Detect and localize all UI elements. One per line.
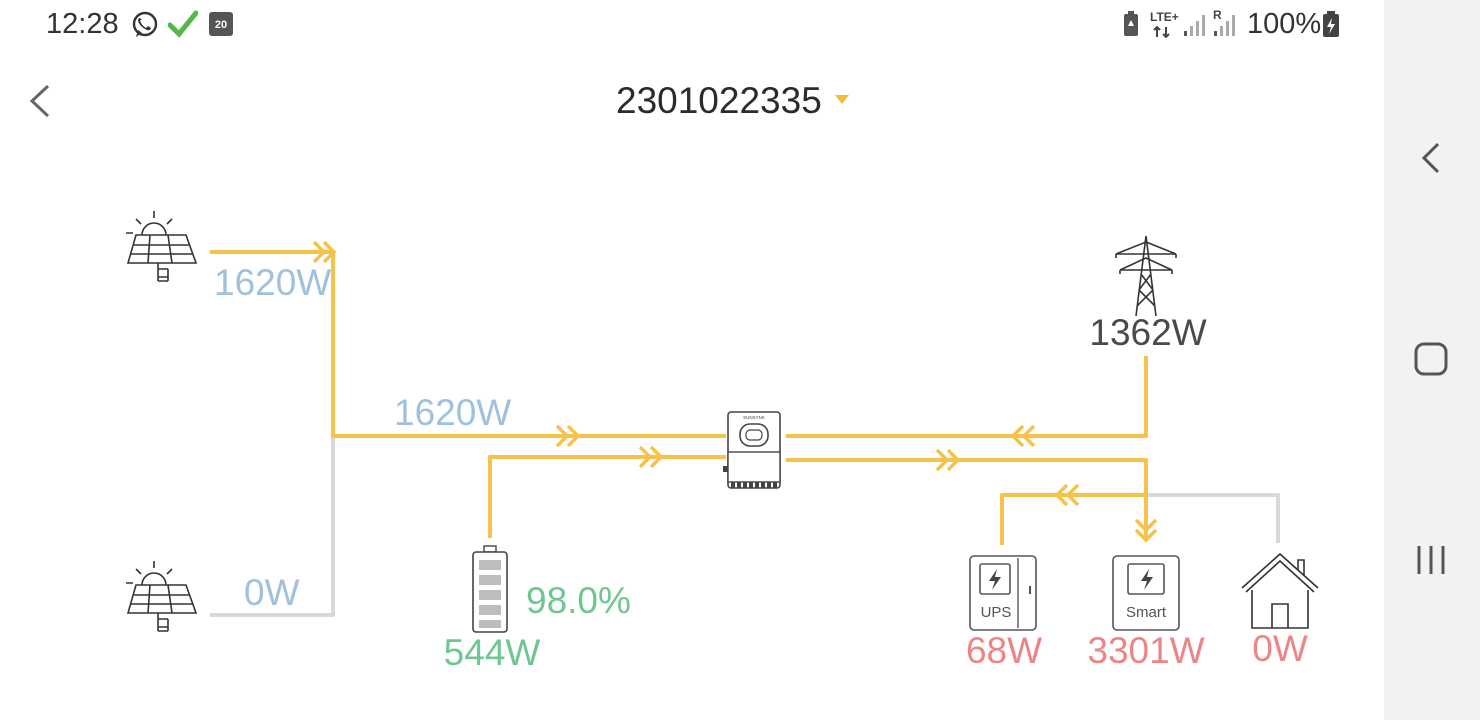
nav-back-icon[interactable] <box>1418 140 1444 176</box>
smart-power: 3301W <box>1087 630 1205 671</box>
smart-meter-icon[interactable] <box>1110 554 1182 632</box>
smart-label: Smart <box>1125 604 1166 621</box>
battery-power: 544W <box>443 632 541 673</box>
home-power: 0W <box>1252 628 1308 669</box>
grid-flow-line <box>786 356 1148 438</box>
pv-arrow <box>555 424 581 448</box>
grid-tower-icon <box>1115 235 1177 317</box>
dropdown-arrow-icon[interactable] <box>834 94 850 106</box>
navigation-bar <box>1384 0 1480 720</box>
ups-label: UPS <box>980 604 1012 621</box>
load-arrow <box>935 448 961 472</box>
pv1-arrow <box>312 240 337 264</box>
pv-to-inverter-line <box>210 250 726 438</box>
pv1-power: 1620W <box>214 262 332 303</box>
smart-load-flow-line <box>786 458 1148 540</box>
status-time: 12:28 <box>46 8 119 40</box>
roaming-label: R <box>1213 8 1222 22</box>
battery-charging-icon <box>1323 11 1339 37</box>
pv-total-power: 1620W <box>394 392 512 433</box>
app-screen: 12:28 20 LTE+ R 100% 2301022335 <box>26 8 1339 673</box>
ups-power: 68W <box>965 630 1043 671</box>
ups-arrow <box>1054 483 1080 507</box>
battery-saver-icon <box>1124 11 1138 36</box>
check-icon <box>168 10 198 38</box>
calendar-icon: 20 <box>209 12 233 36</box>
ups-flow-line <box>1000 493 1146 545</box>
nav-recents-icon[interactable] <box>1414 542 1448 578</box>
device-id-title[interactable]: 2301022335 <box>616 80 822 121</box>
smart-arrow <box>1134 518 1158 543</box>
back-chevron-icon[interactable] <box>26 82 56 120</box>
solar-panel-icon <box>126 211 198 282</box>
battery-icon <box>472 545 508 633</box>
home-flow-line <box>1148 493 1280 543</box>
inverter-brand: SUNSYNK <box>743 415 765 420</box>
signal-icon <box>1184 15 1205 36</box>
inverter-icon[interactable]: SUNSYNK <box>720 408 786 492</box>
battery-soc: 98.0% <box>526 580 631 621</box>
whatsapp-icon <box>132 11 158 37</box>
ups-meter-icon[interactable] <box>968 554 1040 632</box>
pv2-power: 0W <box>244 572 300 613</box>
house-icon[interactable] <box>1238 548 1322 632</box>
battery-arrow <box>638 445 664 469</box>
battery-percent: 100% <box>1247 8 1322 40</box>
calendar-day: 20 <box>214 19 228 31</box>
battery-flow-line <box>488 455 726 538</box>
energy-flow-lines <box>210 240 1280 617</box>
nav-home-icon[interactable] <box>1412 340 1450 378</box>
network-label: LTE+ <box>1150 10 1179 24</box>
data-transfer-icon <box>1153 25 1170 39</box>
grid-power: 1362W <box>1089 312 1207 353</box>
signal-roaming-icon <box>1214 15 1235 36</box>
pv2-flow-line <box>210 436 335 617</box>
solar-panel-icon-2 <box>126 561 198 632</box>
grid-arrow <box>1010 424 1036 448</box>
